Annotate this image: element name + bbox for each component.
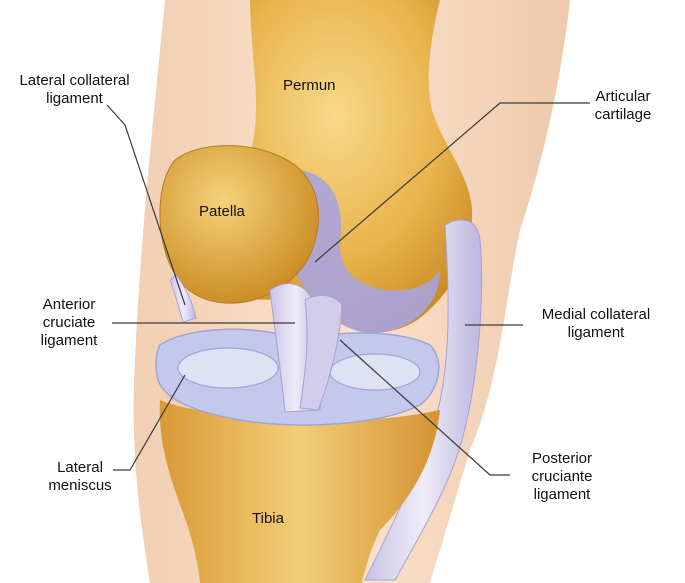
lateral-meniscus-hole [177, 347, 279, 389]
label-line: ligament [567, 324, 625, 341]
label-line: ligament [46, 90, 103, 107]
articular-cartilage-shape [280, 170, 440, 334]
label-line: ligament [533, 486, 591, 503]
label-lateral-collateral-ligament: Lateral collateral ligament [2, 72, 147, 108]
tibia-bone [159, 400, 440, 583]
leader-lines [106, 102, 590, 476]
label-line: cruciate [42, 314, 96, 331]
label-medial-collateral-ligament: Medial collateral ligament [526, 306, 666, 342]
label-patella: Patella [199, 203, 245, 220]
posterior-cruciate-ligament-shape [299, 294, 343, 411]
label-posterior-cruciate-ligament: Posterior cruciante ligament [512, 450, 612, 504]
label-line: cruciante [531, 468, 593, 485]
label-anterior-cruciate-ligament: Anterior cruciate ligament [24, 296, 114, 350]
label-articular-cartilage: Articular cartilage [578, 88, 668, 124]
label-line: meniscus [48, 477, 112, 494]
label-femur: Permun [283, 77, 336, 94]
label-line: Articular [595, 88, 651, 105]
label-line: cartilage [594, 106, 652, 123]
label-line: Posterior [531, 450, 593, 467]
label-line: Lateral collateral [19, 72, 130, 89]
label-line: Lateral [57, 459, 103, 476]
label-line: Anterior [42, 296, 96, 313]
label-line: ligament [40, 332, 98, 349]
label-tibia: Tibia [252, 510, 284, 527]
medial-collateral-ligament-shape [364, 219, 483, 581]
patella-bone [159, 145, 319, 304]
label-line: Medial collateral [541, 306, 651, 323]
label-lateral-meniscus: Lateral meniscus [40, 459, 120, 495]
